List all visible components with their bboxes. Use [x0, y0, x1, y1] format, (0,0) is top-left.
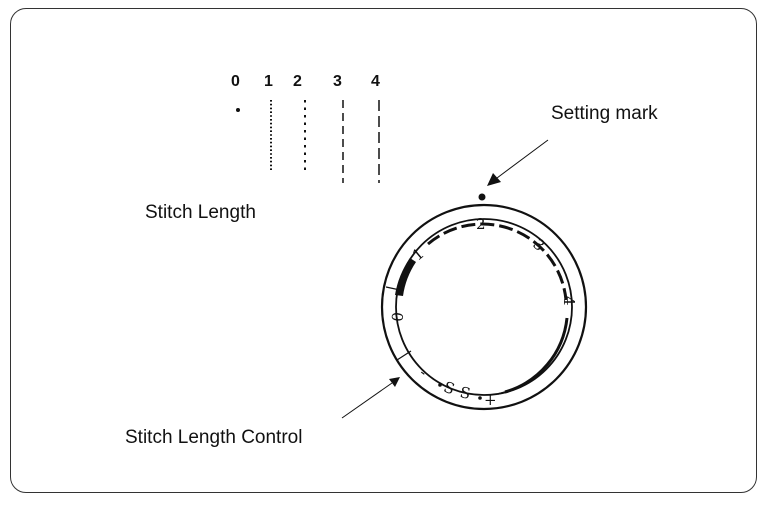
figure-frame [10, 8, 757, 493]
dial-inner-ring [395, 218, 573, 396]
stitch-length-label: Stitch Length [145, 202, 256, 223]
dial-ss-dot-right [478, 396, 482, 400]
control-arrowhead [389, 377, 400, 387]
stitch-sample-0 [236, 108, 240, 112]
stitch-length-dial: 0 1 2 3 4 - S S + [380, 203, 588, 411]
stitch-number-2: 2 [293, 73, 302, 90]
dial-number-4: 4 [560, 296, 578, 306]
dial-outer-ring [380, 203, 588, 411]
control-leader [341, 382, 393, 419]
stitch-number-0: 0 [231, 73, 240, 90]
stitch-samples [236, 100, 380, 183]
stitch-length-control-label: Stitch Length Control [125, 427, 303, 448]
setting-mark-dot [478, 193, 486, 201]
dial-length-arc [427, 222, 568, 301]
dial-lower-arc [504, 317, 569, 394]
dial-number-0: 0 [388, 311, 407, 322]
dial-black-wedge [395, 258, 416, 296]
dial-lower-arc-end [497, 391, 506, 395]
stitch-number-1: 1 [264, 73, 273, 90]
stitch-number-3: 3 [333, 73, 342, 90]
setting-mark-label: Setting mark [551, 103, 658, 124]
setting-mark-leader [496, 139, 549, 179]
dial-ss-divider [396, 350, 412, 361]
dial-plus-sign: + [484, 391, 497, 409]
leader-arrows [341, 139, 549, 419]
dial-ss-letter-2: S [458, 383, 472, 403]
stitch-number-4: 4 [371, 73, 380, 90]
setting-mark-arrowhead [487, 173, 501, 186]
dial-number-2: 2 [476, 215, 486, 233]
dial-ss-dot-left [438, 383, 442, 387]
dial-ss-letter-1: S [441, 378, 457, 398]
